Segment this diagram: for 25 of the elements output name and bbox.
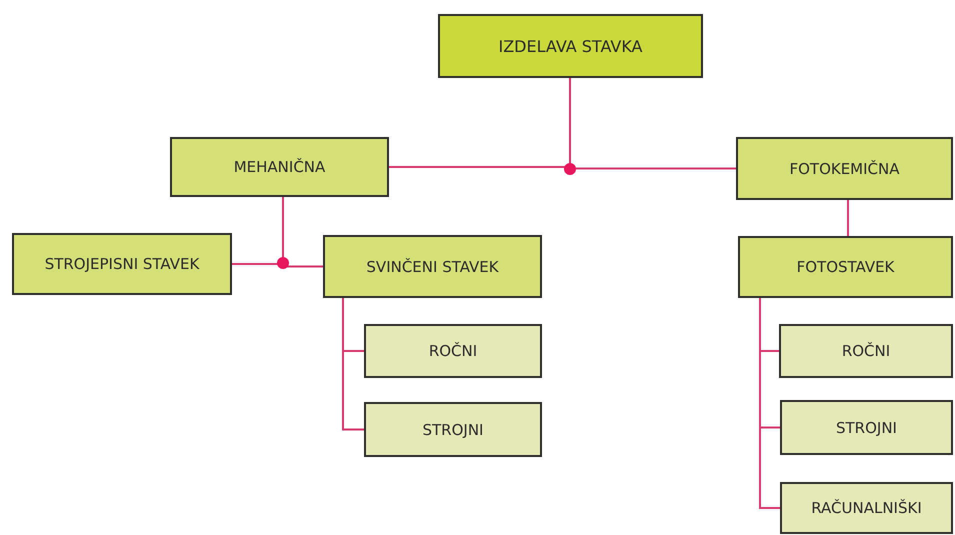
box-label: SVINČENI STAVEK bbox=[366, 258, 499, 276]
box-label: ROČNI bbox=[842, 342, 890, 360]
box-label: IZDELAVA STAVKA bbox=[498, 36, 642, 56]
category-box bbox=[438, 14, 703, 78]
box-label: FOTOSTAVEK bbox=[796, 258, 894, 276]
connector-line bbox=[847, 200, 849, 236]
category-box bbox=[780, 482, 953, 534]
category-box bbox=[12, 233, 232, 295]
connector-line bbox=[759, 298, 780, 509]
category-box bbox=[780, 400, 953, 455]
connector-line bbox=[342, 298, 364, 430]
category-box bbox=[736, 137, 953, 200]
category-box bbox=[364, 324, 542, 378]
box-label: STROJNI bbox=[836, 418, 897, 436]
category-box bbox=[779, 324, 953, 378]
category-box bbox=[323, 235, 542, 298]
category-box bbox=[738, 236, 953, 298]
box-label: STROJEPISNI STAVEK bbox=[44, 255, 200, 273]
category-box bbox=[170, 137, 389, 197]
box-label: STROJNI bbox=[422, 420, 484, 438]
box-label: ROČNI bbox=[428, 342, 478, 360]
box-label: RAČUNALNIŠKI bbox=[811, 499, 922, 517]
box-label: FOTOKEMIČNA bbox=[789, 160, 900, 178]
category-box bbox=[364, 402, 542, 457]
box-label: MEHANIČNA bbox=[234, 158, 326, 176]
